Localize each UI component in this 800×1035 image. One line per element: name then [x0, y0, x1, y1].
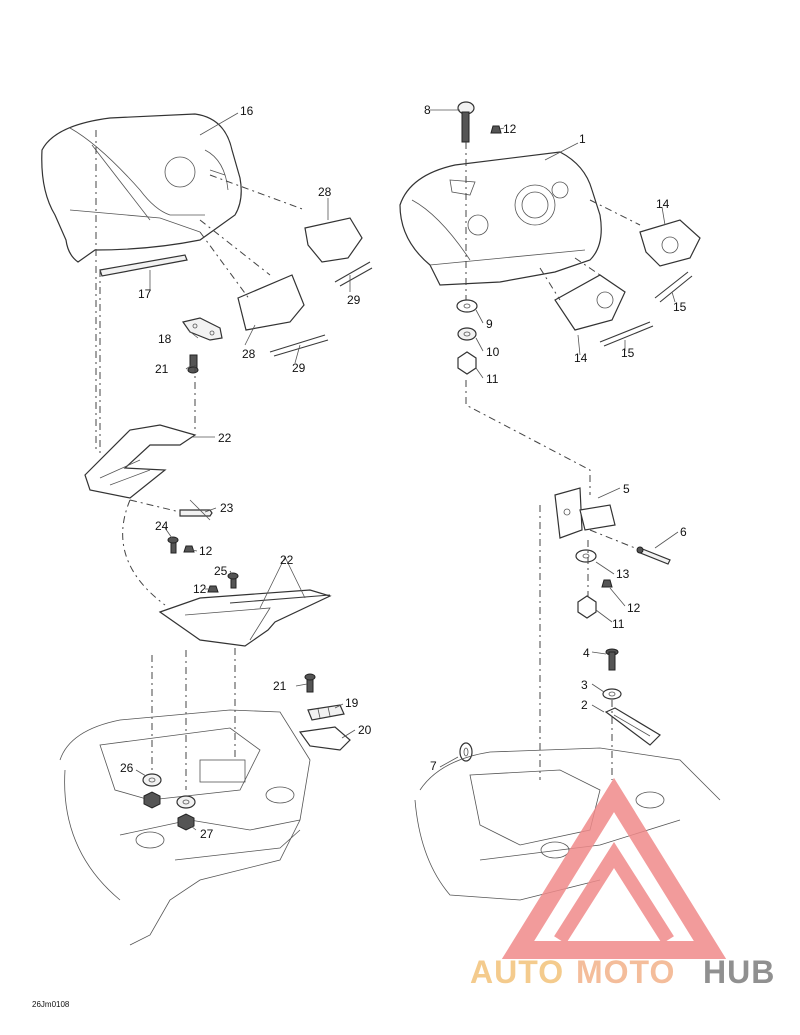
part-12-nut-right-top [490, 125, 502, 134]
callout-13: 13 [616, 567, 630, 581]
callout-2: 2 [581, 698, 588, 712]
callout-5: 5 [623, 482, 630, 496]
part-24-screw [167, 536, 179, 554]
callout-7: 7 [430, 759, 437, 773]
callout-12-right-top: 12 [503, 122, 517, 136]
callout-15-lower: 15 [621, 346, 635, 360]
part-6-rivet [636, 546, 671, 565]
watermark-logo: AUTO MOTO HUB [470, 777, 775, 990]
callout-15-upper: 15 [673, 300, 687, 314]
callout-9: 9 [486, 317, 493, 331]
callout-21-upper: 21 [155, 362, 169, 376]
part-21-screw-lower [304, 673, 316, 693]
callout-20: 20 [358, 723, 372, 737]
callout-22-upper: 22 [218, 431, 232, 445]
part-15-clip-upper [654, 271, 693, 303]
watermark-text-hub: HUB [703, 954, 775, 990]
callout-16: 16 [240, 104, 254, 118]
part-21-screw-upper [187, 354, 199, 374]
callout-28-lower: 28 [242, 347, 256, 361]
watermark-text-moto: MOTO [576, 954, 675, 990]
centerline-right-caps [539, 199, 641, 301]
callout-21-lower: 21 [273, 679, 287, 693]
part-29-clip-lower [269, 334, 329, 357]
callout-29-upper: 29 [347, 293, 361, 307]
part-4-screw [605, 648, 619, 671]
part-15-clip-lower [599, 321, 654, 347]
part-14-cap-lower [554, 274, 626, 331]
part-10-washer [457, 327, 477, 341]
part-12-nut-left-a [183, 545, 195, 553]
callout-12-left-b: 12 [193, 582, 207, 596]
part-26-washer [142, 773, 196, 809]
watermark-text-auto: AUTO [470, 954, 564, 990]
part-11-nut-lower [577, 595, 597, 619]
part-1-console [399, 151, 602, 286]
callout-19: 19 [345, 696, 359, 710]
callout-3: 3 [581, 678, 588, 692]
part-22-base-plate [158, 589, 332, 647]
callout-29-lower: 29 [292, 361, 306, 375]
callout-14-upper: 14 [656, 197, 670, 211]
callout-23: 23 [220, 501, 234, 515]
centerline-rivet-6 [589, 529, 636, 549]
part-25-screw [227, 572, 239, 589]
callout-6: 6 [680, 525, 687, 539]
callout-12-left-a: 12 [199, 544, 213, 558]
callout-4: 4 [583, 646, 590, 660]
part-8-bolt [457, 101, 475, 143]
part-28-cover-lower [237, 274, 305, 331]
callout-8: 8 [424, 103, 431, 117]
part-7-grommet [459, 742, 473, 762]
callout-1: 1 [579, 132, 586, 146]
callout-26: 26 [120, 761, 134, 775]
callout-25: 25 [214, 564, 228, 578]
callout-24: 24 [155, 519, 169, 533]
centerline-right-main [465, 142, 591, 495]
part-23-rivet [179, 499, 213, 521]
part-22-mount-plate-upper [84, 424, 197, 499]
leader-curve-22 [122, 499, 166, 606]
part-19-clip [307, 704, 345, 721]
part-11-nut-top [457, 351, 477, 375]
part-28-cover-upper [304, 217, 363, 263]
callout-17: 17 [138, 287, 152, 301]
callout-10: 10 [486, 345, 500, 359]
watermark-triangle-inner [554, 841, 674, 944]
callout-12-right-mid: 12 [627, 601, 641, 615]
part-5-bracket [554, 487, 616, 539]
part-13-washer [575, 549, 597, 563]
callout-18: 18 [158, 332, 172, 346]
part-16-console-housing [41, 113, 242, 263]
callout-27: 27 [200, 827, 214, 841]
callout-22-lower: 22 [280, 553, 294, 567]
leader-lines [135, 109, 679, 831]
part-20-plate [298, 726, 351, 751]
centerline-left-28 [199, 174, 306, 301]
part-14-cap-upper [639, 219, 701, 267]
part-12-nut-right-mid [601, 579, 613, 588]
part-2-strip [604, 707, 661, 746]
watermark-triangle [501, 777, 727, 959]
part-12-nut-left-b [207, 585, 219, 593]
centerline-left-lower [151, 648, 236, 790]
centerline-left-main [95, 130, 101, 455]
callout-14-lower: 14 [574, 351, 588, 365]
part-17-trim-strip [99, 254, 188, 277]
callout-28-upper: 28 [318, 185, 332, 199]
callout-11-upper: 11 [486, 372, 499, 386]
left-hull-body [59, 709, 311, 946]
part-18-bracket [182, 317, 223, 341]
part-3-washer [602, 688, 622, 700]
part-29-clip-upper [334, 261, 373, 287]
part-9-washer [456, 299, 478, 313]
callout-11-lower: 11 [612, 617, 625, 631]
centerline-rivet-23 [129, 499, 181, 513]
figure-code: 26Jm0108 [32, 1000, 70, 1009]
